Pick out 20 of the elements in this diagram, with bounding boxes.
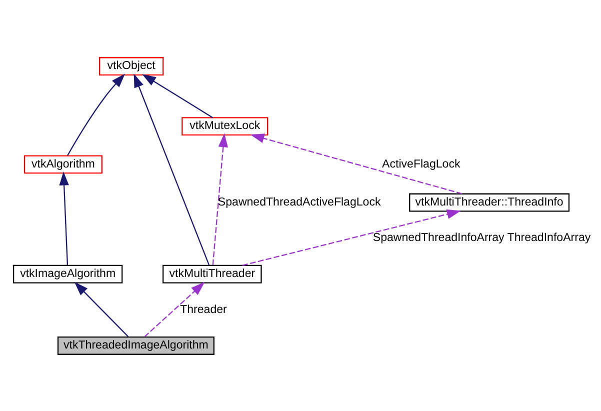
node-box: vtkAlgorithm [24,154,102,174]
arrow [142,74,213,118]
node-box: vtkObject [99,56,164,76]
arrow [74,281,129,337]
edge-label: SpawnedThreadActiveFlagLock [218,196,381,208]
node-box: vtkMultiThreader::ThreadInfo [409,192,570,212]
arrow [134,73,210,265]
node-box: vtkMultiThreader [162,264,262,283]
arrow [67,73,126,156]
node-box: vtkImageAlgorithm [12,264,123,283]
edge-label: ActiveFlagLock [382,158,460,170]
arrow [144,282,205,337]
arrow [242,208,461,266]
arrow [250,133,462,194]
arrow [212,132,228,265]
node-box: vtkMutexLock [182,116,268,136]
node-box: vtkThreadedImageAlgorithm [57,336,214,354]
edge-label: SpawnedThreadInfoArray ThreadInfoArray [372,232,591,244]
edge-label: Threader [180,303,227,316]
arrow [59,171,69,265]
